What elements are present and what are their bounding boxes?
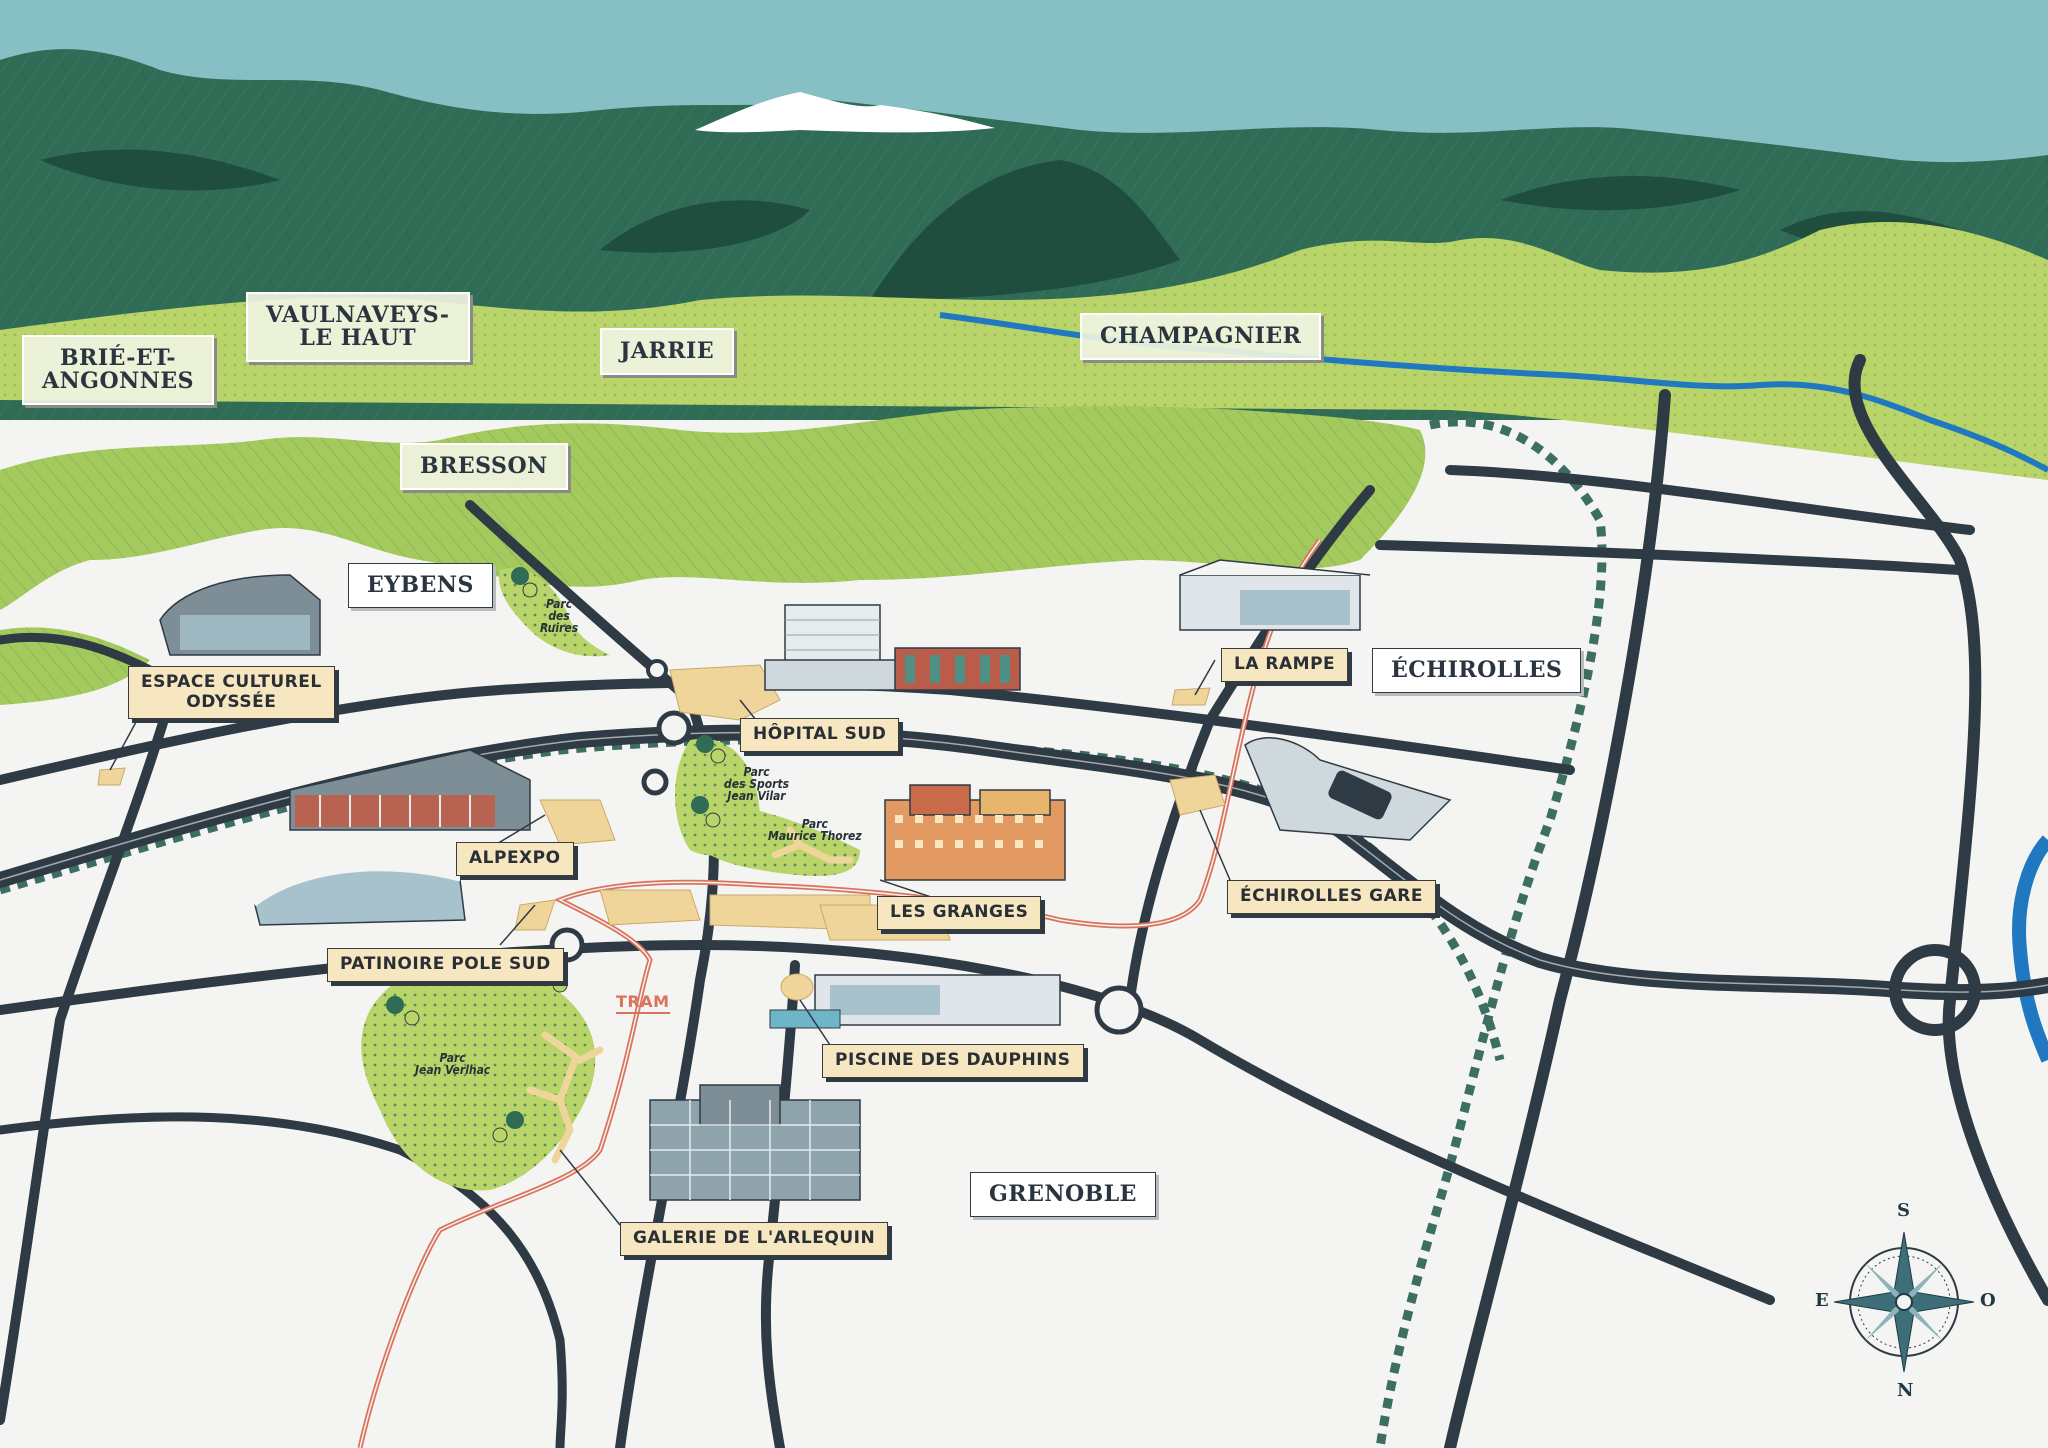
compass-east: E (1815, 1290, 1829, 1311)
tree (522, 582, 538, 598)
park-areas (361, 568, 860, 1191)
building-hopital-windows (785, 619, 880, 651)
road-vertical-east (1444, 389, 1671, 1448)
tree (386, 996, 404, 1014)
building-piscine-pool (769, 1009, 841, 1029)
town-label-grenoble: GRENOBLE (970, 1172, 1156, 1218)
town-label-jarrie: JARRIE (600, 328, 735, 376)
road-diagonal-4 (760, 960, 800, 1448)
park-jean-verlhac-dots (361, 960, 596, 1191)
footprint (514, 899, 556, 931)
place-label-patinoire: PATINOIRE POLE SUD (327, 948, 564, 982)
place-label-galerie: GALERIE DE L'ARLEQUIN (620, 1222, 889, 1256)
mountain-ridge (1500, 176, 1740, 211)
town-label-champagnier: CHAMPAGNIER (1080, 313, 1322, 361)
plain-dots (0, 221, 2048, 480)
footprint (780, 973, 814, 1001)
footprint (599, 889, 701, 926)
town-label-brie: BRIÉ-ET- ANGONNES (22, 335, 215, 406)
town-label-eybens: EYBENS (348, 563, 493, 609)
footprint (1171, 687, 1211, 706)
place-label-hopital-sud: HÔPITAL SUD (740, 718, 900, 752)
interchange (1889, 944, 1981, 1036)
mountain-ridge (870, 160, 1180, 300)
tram-line-inner (359, 539, 1321, 1448)
building-hopital-wing (764, 659, 906, 691)
building-alpexpo-windows (319, 795, 471, 827)
railway (1375, 417, 1607, 1448)
tree (404, 1010, 420, 1026)
building-odyssee-windows (180, 615, 310, 650)
building-la-rampe-glass (1240, 590, 1350, 625)
place-label-les-granges: LES GRANGES (877, 896, 1042, 930)
park-label-sports: Parc des Sports Jean Vilar (724, 765, 790, 803)
park-thorez-dots (680, 800, 860, 876)
road-vertical-right (1848, 354, 2048, 1306)
building-patinoire-roof (254, 868, 461, 907)
place-label-echirolles-gare: ÉCHIROLLES GARE (1227, 880, 1436, 914)
tree (506, 1111, 524, 1129)
buildings (159, 559, 1452, 1201)
footprint (1169, 774, 1226, 816)
building-les-granges (884, 784, 1066, 881)
avenue-nord (1375, 540, 1965, 575)
place-label-alpexpo: ALPEXPO (456, 842, 574, 876)
park-path (526, 1031, 604, 1164)
footprint (669, 664, 781, 721)
tree (710, 748, 726, 764)
forest-hatching (0, 406, 1426, 610)
roundabout (1094, 985, 1144, 1035)
tree (705, 812, 721, 828)
park-path (771, 826, 854, 864)
tree (696, 735, 714, 753)
building-patinoire (254, 869, 466, 926)
building-piscine-glass (830, 985, 940, 1015)
place-label-piscine: PISCINE DES DAUPHINS (822, 1044, 1084, 1078)
building-alpexpo-facade (295, 795, 495, 827)
building-footprints (97, 664, 1226, 1001)
forest-left-patch (0, 627, 150, 705)
tree (691, 796, 709, 814)
roundabout (656, 710, 692, 746)
park-label-verlhac: Parc Jean Verlhac (415, 1051, 491, 1077)
town-label-echirolles: ÉCHIROLLES (1372, 648, 1582, 694)
river-isere (2012, 835, 2048, 1063)
road-west-1 (0, 632, 155, 675)
tram-label: TRAM (616, 992, 670, 1014)
town-label-bresson: BRESSON (400, 443, 568, 491)
trees (386, 567, 726, 1143)
footprint (539, 799, 616, 846)
snow-peak (695, 92, 995, 133)
town-label-vaulnaveys: VAULNAVEYS- LE HAUT (246, 292, 470, 363)
roundabout (641, 768, 669, 796)
roundabout (646, 659, 668, 681)
tree (492, 1127, 508, 1143)
tree (511, 567, 529, 585)
footprint (97, 767, 126, 786)
avenue-echirolles (1445, 465, 1975, 535)
building-hopital-annex-windows (905, 655, 1010, 683)
mountain-ridge (600, 200, 810, 253)
compass-north: N (1897, 1380, 1914, 1401)
compass-west: O (1980, 1290, 1996, 1311)
place-label-la-rampe: LA RAMPE (1221, 648, 1349, 682)
building-la-rampe-roof (1179, 559, 1371, 576)
compass-south: S (1897, 1200, 1910, 1221)
park-label-thorez: Parc Maurice Thorez (768, 817, 862, 843)
compass-rose (1833, 1231, 1975, 1373)
park-label-ruires: Parc des Ruires (540, 597, 579, 635)
building-arlequin (649, 1084, 861, 1201)
road-diagonal-3 (0, 695, 175, 1425)
mountain-ridge (40, 149, 280, 191)
place-label-espace-culturel: ESPACE CULTUREL ODYSSÉE (128, 666, 335, 720)
train (1328, 770, 1392, 820)
